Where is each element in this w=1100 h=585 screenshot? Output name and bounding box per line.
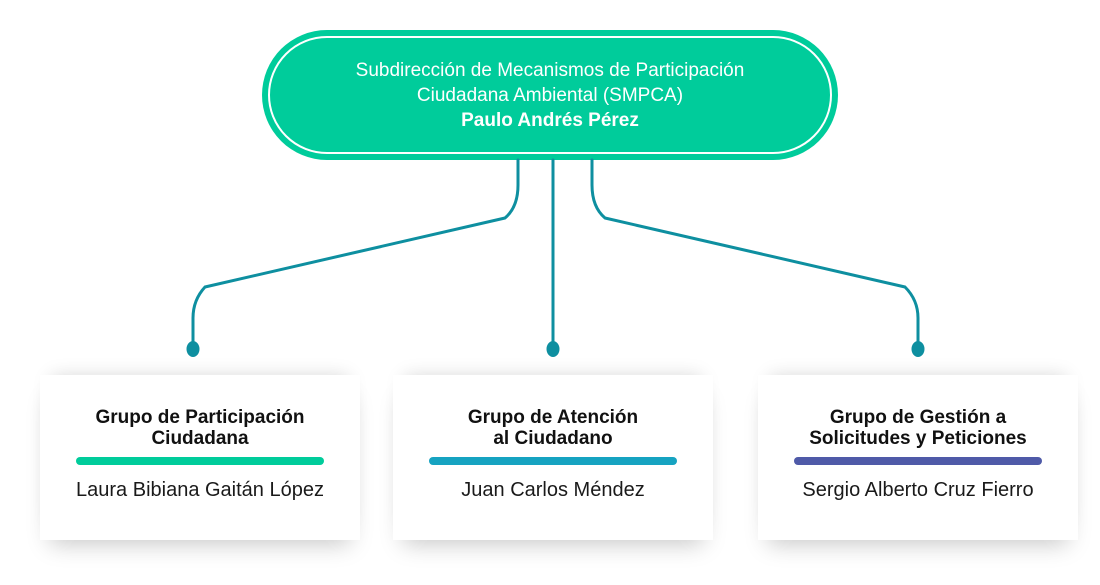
group-title-line1: Grupo de Atención (467, 407, 639, 428)
group-title-line2: Solicitudes y Peticiones (809, 428, 1027, 449)
root-node: Subdirección de Mecanismos de Participac… (262, 30, 838, 160)
root-head-name: Paulo Andrés Pérez (461, 109, 639, 131)
group-leader-name: Laura Bibiana Gaitán López (76, 479, 324, 501)
group-card-gestion: Grupo de Gestión a Solicitudes y Peticio… (758, 375, 1078, 540)
group-title: Grupo de Gestión a Solicitudes y Peticio… (778, 407, 1058, 449)
group-title-line2: Ciudadana (151, 428, 249, 449)
connector-dot-center (546, 341, 560, 357)
group-accent-bar (76, 457, 324, 465)
connector-dot-left (186, 341, 200, 357)
group-accent-bar (429, 457, 677, 465)
group-title: Grupo de Participación Ciudadana (60, 407, 340, 449)
group-title-line1: Grupo de Gestión a (829, 407, 1007, 428)
group-leader-name: Juan Carlos Méndez (461, 479, 645, 501)
group-card-participacion: Grupo de Participación Ciudadana Laura B… (40, 375, 360, 540)
root-title-line1: Subdirección de Mecanismos de Participac… (355, 59, 745, 81)
root-title-line2: Ciudadana Ambiental (SMPCA) (416, 84, 684, 106)
group-accent-bar (794, 457, 1042, 465)
group-title-line2: al Ciudadano (493, 428, 613, 449)
connector-right (590, 158, 920, 348)
group-title-line1: Grupo de Participación (95, 407, 305, 428)
connector-left (191, 158, 520, 348)
group-card-atencion: Grupo de Atención al Ciudadano Juan Carl… (393, 375, 713, 540)
group-title: Grupo de Atención al Ciudadano (413, 407, 693, 449)
group-leader-name: Sergio Alberto Cruz Fierro (802, 479, 1034, 501)
root-node-border: Subdirección de Mecanismos de Participac… (268, 36, 832, 154)
connector-dot-right (911, 341, 925, 357)
